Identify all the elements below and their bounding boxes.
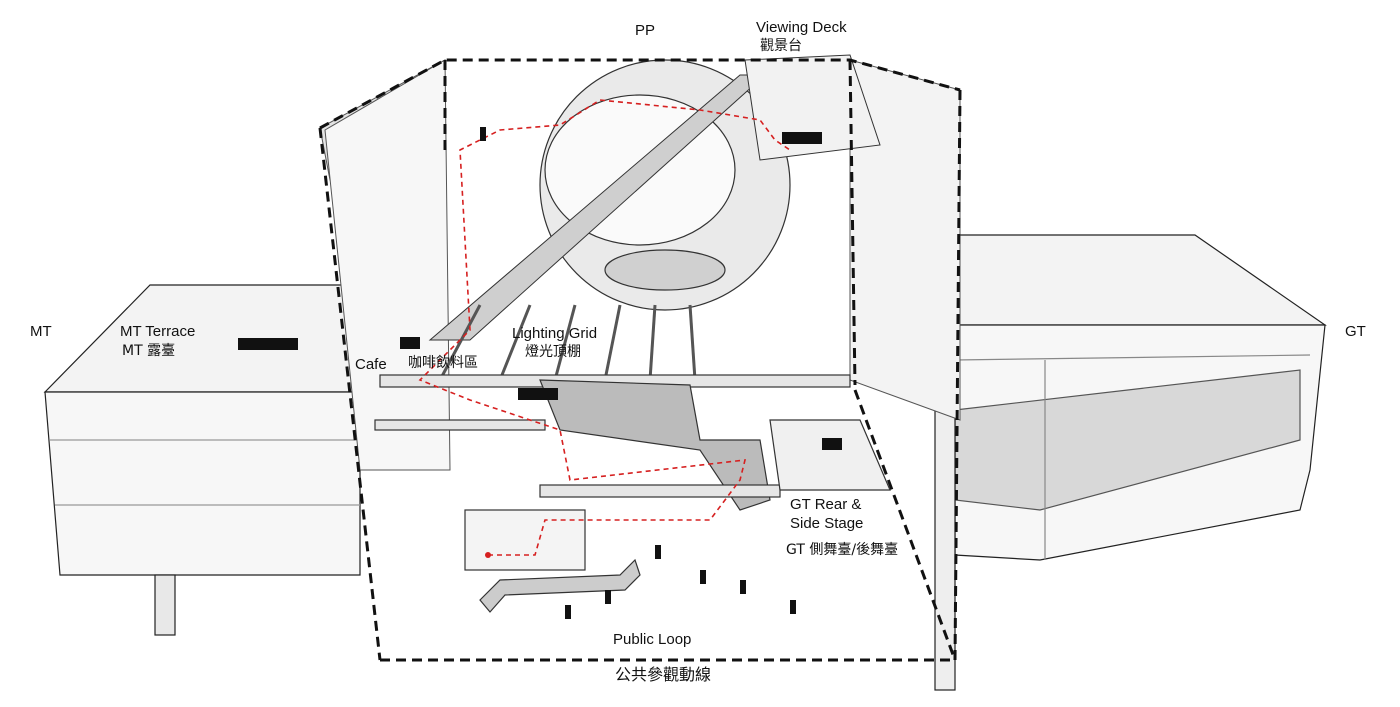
label-mt-terrace-zh: MT 露臺: [122, 343, 176, 359]
label-public-route-zh: 公共參觀動線: [615, 665, 712, 684]
lighting-grid-beams: [438, 304, 697, 381]
label-gt: GT: [1345, 323, 1366, 340]
label-viewing-deck: Viewing Deck: [756, 19, 847, 36]
label-mt-terrace: MT Terrace: [120, 323, 196, 340]
label-viewing-deck-zh: 觀景台: [760, 38, 802, 54]
label-pp: PP: [635, 22, 656, 39]
label-mt: MT: [30, 323, 52, 340]
public-zone-dashed-outline: [318, 58, 962, 662]
public-route-path: [418, 99, 791, 556]
facade-fins: [319, 59, 961, 471]
label-gt-stage-line2: Side Stage: [790, 515, 864, 532]
label-lighting-grid-zh: 燈光頂棚: [525, 344, 581, 360]
label-public-loop: Public Loop: [613, 631, 692, 648]
gt-block: [873, 234, 1327, 691]
label-gt-stage-zh: GT 側舞臺/後舞臺: [786, 542, 899, 558]
label-lighting-grid: Lighting Grid: [512, 325, 598, 342]
label-cafe-zh: 咖啡飲料區: [408, 355, 478, 371]
label-gt-stage-line1: GT Rear &: [790, 496, 862, 513]
viewing-deck-structure: [744, 54, 881, 161]
start-point-marker: [485, 552, 491, 558]
label-cafe: Cafe: [355, 356, 387, 373]
interior-floors: [374, 374, 891, 613]
people-figures: [238, 127, 842, 619]
